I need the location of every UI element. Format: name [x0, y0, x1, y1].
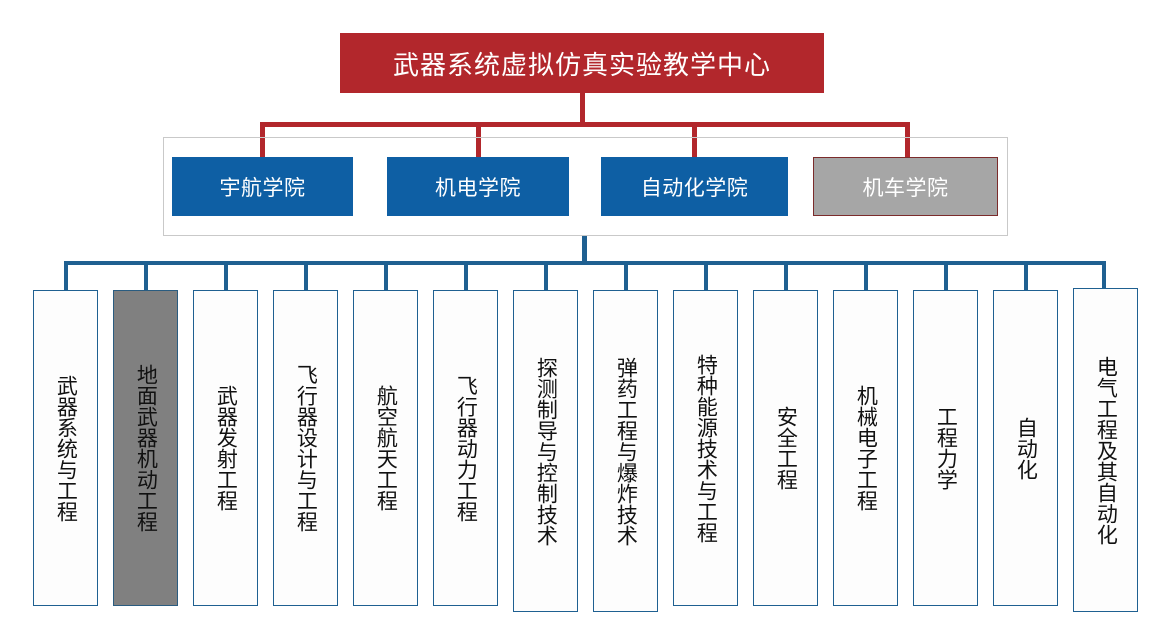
major-box-8[interactable]: 弹药工程与爆炸技术: [593, 290, 658, 612]
major-box-6[interactable]: 飞行器动力工程: [433, 290, 498, 606]
connector-red-drop-1: [260, 122, 265, 158]
major-box-3[interactable]: 武器发射工程: [193, 290, 258, 606]
connector-red-bus: [260, 122, 910, 127]
center-title-box[interactable]: 武器系统虚拟仿真实验教学中心: [340, 33, 824, 93]
connector-blue-drop-1: [64, 261, 68, 291]
major-box-7[interactable]: 探测制导与控制技术: [513, 290, 578, 612]
connector-blue-drop-4: [304, 261, 308, 291]
connector-red-trunk: [580, 93, 585, 125]
major-box-10[interactable]: 安全工程: [753, 290, 818, 606]
college-box-2[interactable]: 机电学院: [387, 157, 569, 216]
connector-blue-drop-11: [864, 261, 868, 291]
connector-blue-drop-13: [1024, 261, 1028, 291]
connector-blue-drop-7: [544, 261, 548, 291]
connector-blue-drop-14: [1102, 261, 1106, 289]
major-box-5[interactable]: 航空航天工程: [353, 290, 418, 606]
connector-blue-drop-2: [144, 261, 148, 291]
college-box-3[interactable]: 自动化学院: [601, 157, 788, 216]
colleges-group-frame: [163, 137, 1008, 236]
major-box-9[interactable]: 特种能源技术与工程: [673, 290, 738, 606]
major-box-2[interactable]: 地面武器机动工程: [113, 290, 178, 606]
connector-blue-trunk: [582, 236, 587, 263]
connector-blue-drop-5: [384, 261, 388, 291]
connector-blue-bus: [64, 261, 1106, 265]
connector-blue-drop-8: [624, 261, 628, 291]
connector-blue-drop-12: [944, 261, 948, 291]
major-box-4[interactable]: 飞行器设计与工程: [273, 290, 338, 606]
connector-red-drop-2: [476, 122, 481, 158]
major-box-14[interactable]: 电气工程及其自动化: [1073, 288, 1138, 612]
connector-blue-drop-9: [704, 261, 708, 291]
major-box-11[interactable]: 机械电子工程: [833, 290, 898, 606]
major-box-13[interactable]: 自动化: [993, 290, 1058, 606]
connector-red-drop-3: [692, 122, 697, 158]
college-box-1[interactable]: 宇航学院: [172, 157, 353, 216]
connector-blue-drop-6: [464, 261, 468, 291]
major-box-12[interactable]: 工程力学: [913, 290, 978, 606]
major-box-1[interactable]: 武器系统与工程: [33, 290, 98, 606]
college-box-4[interactable]: 机车学院: [813, 157, 998, 216]
connector-blue-drop-10: [784, 261, 788, 291]
connector-red-drop-4: [905, 122, 910, 158]
connector-blue-drop-3: [224, 261, 228, 291]
